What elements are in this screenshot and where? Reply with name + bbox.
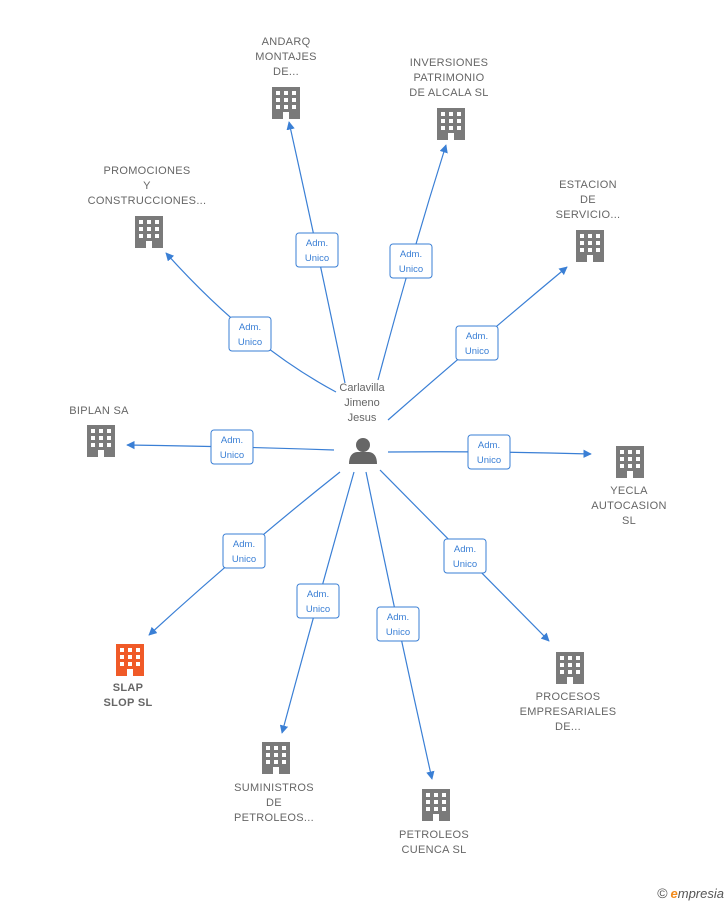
role-box-inversiones[interactable]: Adm. Unico [389, 243, 433, 279]
company-label-andarq-1: MONTAJES [255, 51, 316, 63]
company-label-petroleos-0: PETROLEOS [399, 829, 469, 841]
brand-logo-text: mpresia [677, 886, 724, 901]
company-label-yecla-2: SL [622, 515, 636, 527]
role-box-yecla[interactable]: Adm. Unico [467, 434, 511, 470]
role-label-inversiones-0: Adm. [400, 249, 422, 260]
building-icon [422, 789, 450, 821]
role-box-procesos[interactable]: Adm. Unico [443, 538, 487, 574]
role-label-andarq-1: Unico [305, 253, 329, 264]
role-label-promociones-1: Unico [238, 337, 262, 348]
company-label-suministros-0: SUMINISTROS [234, 782, 314, 794]
company-node-biplan[interactable]: BIPLAN SA [69, 405, 129, 457]
company-node-petroleos[interactable]: PETROLEOS CUENCA SL [399, 789, 469, 856]
company-label-inversiones-0: INVERSIONES [410, 57, 489, 69]
person-icon [349, 438, 377, 464]
building-icon [272, 87, 300, 119]
person-label-1: Jimeno [344, 397, 379, 409]
role-label-biplan-1: Unico [220, 450, 244, 461]
role-label-yecla-1: Unico [477, 455, 501, 466]
company-label-biplan-0: BIPLAN SA [69, 405, 129, 417]
company-node-inversiones[interactable]: INVERSIONES PATRIMONIO DE ALCALA SL [409, 57, 488, 140]
company-label-procesos-0: PROCESOS [536, 691, 601, 703]
copyright-icon: © [657, 885, 668, 901]
building-icon [116, 644, 144, 676]
role-label-suministros-0: Adm. [307, 589, 329, 600]
company-node-procesos[interactable]: PROCESOS EMPRESARIALES DE... [520, 652, 617, 733]
person-label-0: Carlavilla [339, 382, 385, 394]
company-label-procesos-1: EMPRESARIALES [520, 706, 617, 718]
company-label-inversiones-1: PATRIMONIO [413, 72, 484, 84]
building-icon [576, 230, 604, 262]
role-box-biplan[interactable]: Adm. Unico [210, 429, 254, 465]
role-label-petroleos-1: Unico [386, 627, 410, 638]
company-label-suministros-1: DE [266, 797, 282, 809]
company-label-suministros-2: PETROLEOS... [234, 812, 314, 824]
role-box-promociones[interactable]: Adm. Unico [228, 316, 272, 352]
role-label-slap-0: Adm. [233, 539, 255, 550]
company-label-promociones-0: PROMOCIONES [103, 165, 190, 177]
role-box-andarq[interactable]: Adm. Unico [295, 232, 339, 268]
company-node-estacion[interactable]: ESTACION DE SERVICIO... [556, 179, 621, 262]
role-label-procesos-1: Unico [453, 559, 477, 570]
role-label-promociones-0: Adm. [239, 322, 261, 333]
building-icon [262, 742, 290, 774]
role-label-estacion-0: Adm. [466, 331, 488, 342]
role-label-yecla-0: Adm. [478, 440, 500, 451]
brand-logo-e: e [670, 886, 678, 901]
company-node-yecla[interactable]: YECLA AUTOCASION SL [591, 446, 667, 527]
company-node-slap[interactable]: SLAP SLOP SL [104, 644, 153, 709]
company-label-estacion-1: DE [580, 194, 596, 206]
building-icon [87, 425, 115, 457]
company-label-procesos-2: DE... [555, 721, 581, 733]
company-label-andarq-2: DE... [273, 66, 299, 78]
role-label-petroleos-0: Adm. [387, 612, 409, 623]
person-label-2: Jesus [348, 412, 377, 424]
building-icon [556, 652, 584, 684]
role-box-suministros[interactable]: Adm. Unico [296, 583, 340, 619]
company-label-yecla-1: AUTOCASION [591, 500, 667, 512]
role-box-petroleos[interactable]: Adm. Unico [376, 606, 420, 642]
company-label-estacion-0: ESTACION [559, 179, 617, 191]
role-label-biplan-0: Adm. [221, 435, 243, 446]
company-label-slap-1: SLOP SL [104, 697, 153, 709]
role-label-inversiones-1: Unico [399, 264, 423, 275]
role-box-estacion[interactable]: Adm. Unico [455, 325, 499, 361]
company-label-slap-0: SLAP [113, 682, 144, 694]
company-node-suministros[interactable]: SUMINISTROS DE PETROLEOS... [234, 742, 314, 824]
role-label-suministros-1: Unico [306, 604, 330, 615]
company-label-andarq-0: ANDARQ [262, 36, 311, 48]
company-label-inversiones-2: DE ALCALA SL [409, 87, 488, 99]
role-box-slap[interactable]: Adm. Unico [222, 533, 266, 569]
role-label-andarq-0: Adm. [306, 238, 328, 249]
role-label-slap-1: Unico [232, 554, 256, 565]
building-icon [616, 446, 644, 478]
building-icon [135, 216, 163, 248]
role-label-procesos-0: Adm. [454, 544, 476, 555]
role-label-estacion-1: Unico [465, 346, 489, 357]
brand-watermark: ©empresia [657, 885, 724, 901]
company-label-petroleos-1: CUENCA SL [401, 844, 466, 856]
company-node-andarq[interactable]: ANDARQ MONTAJES DE... [255, 36, 316, 119]
company-node-promociones[interactable]: PROMOCIONES Y CONSTRUCCIONES... [88, 165, 207, 248]
company-label-yecla-0: YECLA [610, 485, 648, 497]
company-label-promociones-2: CONSTRUCCIONES... [88, 195, 207, 207]
company-label-promociones-1: Y [143, 180, 151, 192]
building-icon [437, 108, 465, 140]
company-label-estacion-2: SERVICIO... [556, 209, 621, 221]
